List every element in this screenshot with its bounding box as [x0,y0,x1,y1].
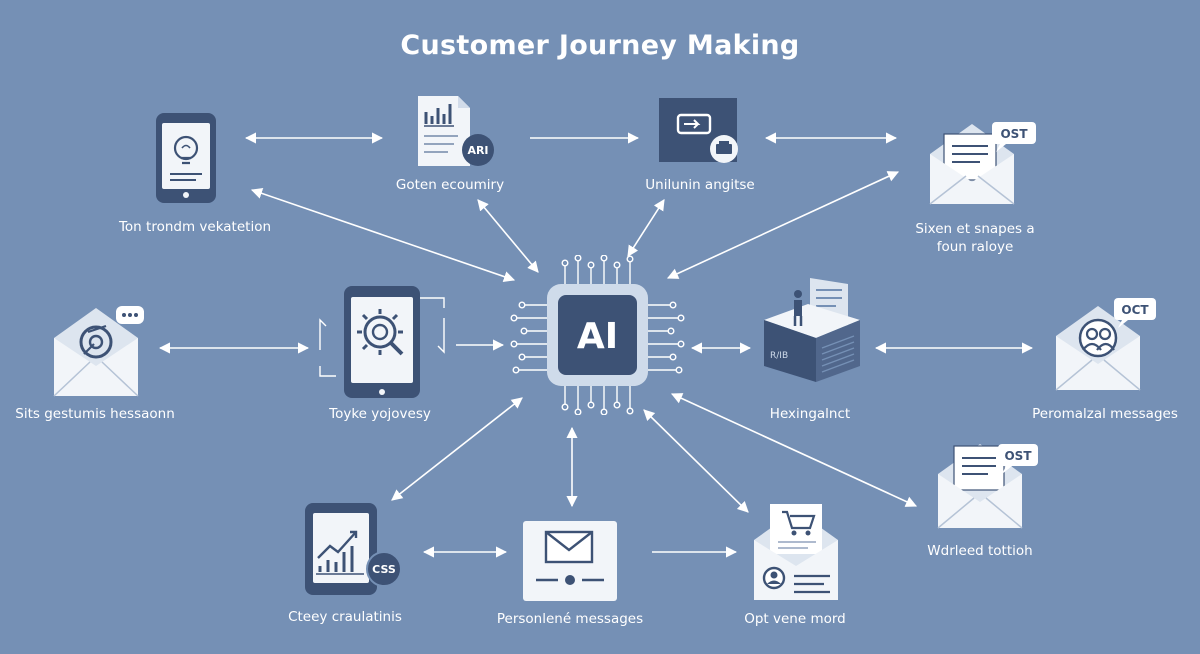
phone-gear-icon [316,284,448,400]
svg-text:R/IB: R/IB [770,351,788,361]
node-label-n9: Wdrleed tottioh [927,543,1033,559]
arrow-n1-hub [250,187,516,283]
diagram-title: Customer Journey Making [400,30,800,61]
node-badge-n10: CSS [372,563,396,576]
node-label-n2: Goten ecoumiry [395,177,505,193]
arrow-n4-hub [666,171,900,279]
node-label-n8: Peromalzal messages [1032,406,1178,422]
platform-person-icon: R/IB [760,274,864,384]
node-badge-n9: OST [1004,449,1032,463]
tablet-chart-icon: CSS [304,502,406,596]
node-badge-n4: OST [1000,127,1028,141]
arrow-hub-n9 [670,393,918,507]
monitor-icon [658,97,746,165]
ai-chip-icon: AI [510,254,685,416]
arrow-hub-n10 [391,397,523,501]
arrow-hub-n12 [643,409,749,513]
node-label-n12: Opt vene mord [744,611,846,627]
document-chart-icon: ARI [414,94,498,170]
card-mail-icon [522,520,618,602]
envelope-cart-icon [750,500,846,602]
node-label-n11: Personlené messages [496,611,644,627]
envelope-people-icon: OCT [1052,296,1160,394]
phone-lightbulb-icon [155,112,217,204]
node-label-n10: Cteey craulatinis [288,609,402,625]
node-label-n5: Sits gestumis hessaonn [15,406,175,422]
hub-label: AI [577,316,618,357]
envelope-target-icon [52,302,148,398]
node-label-n4: Sixen et snapes a foun raloye [915,221,1035,255]
node-badge-n8: OCT [1121,303,1149,317]
node-label-n1: Ton trondm vekatetion [118,219,272,235]
node-label-n7: Hexingalnct [769,406,851,422]
node-label-n6: Toyke yojovesy [329,406,431,422]
node-badge-n2: ARI [467,144,488,157]
envelope-letter-icon: OST [936,436,1042,530]
arrow-n3-hub [627,199,665,257]
envelope-icon: OST [928,120,1040,208]
arrow-n2-hub [477,199,539,273]
node-label-n3: Unilunin angitse [645,177,755,193]
